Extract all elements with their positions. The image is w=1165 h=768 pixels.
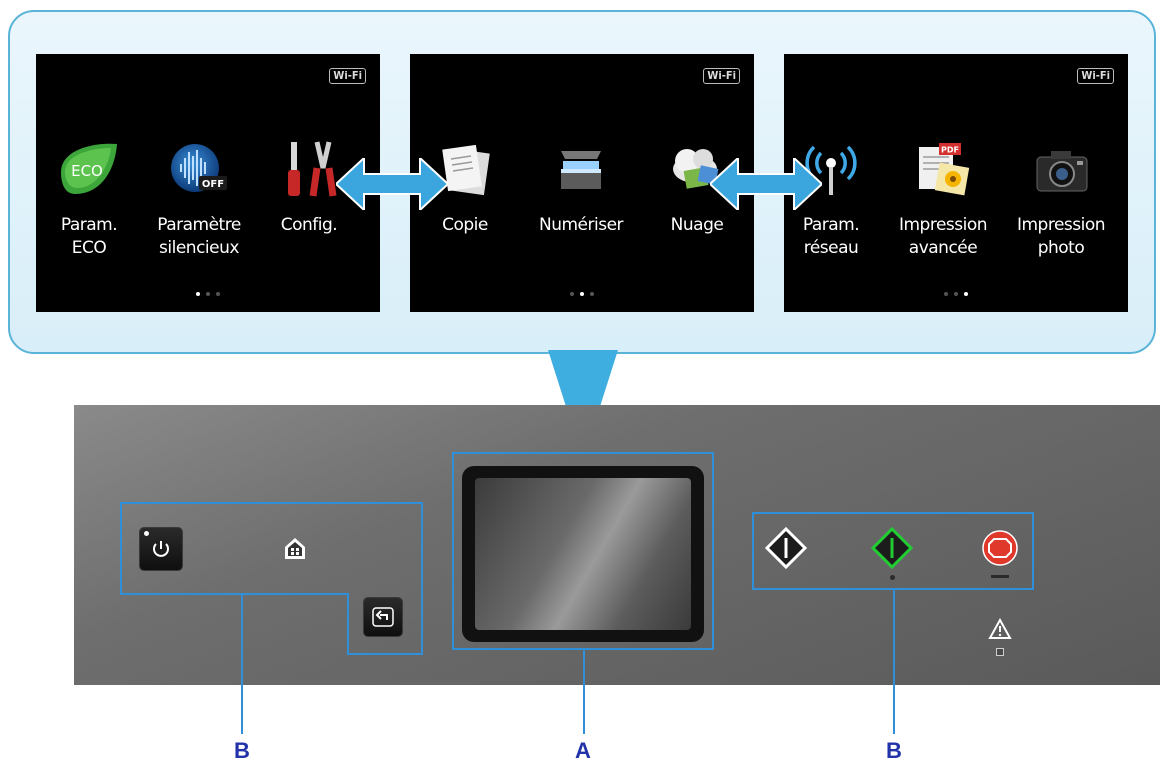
app-silent-mode[interactable]: OFF Paramètre silencieux (144, 134, 254, 260)
stop-button[interactable] (980, 528, 1020, 572)
callout-label-b-left: B (234, 738, 250, 763)
app-label: Config. (280, 215, 338, 235)
power-lamp (144, 531, 149, 536)
pdf-print-icon: PDF (888, 134, 998, 204)
app-network-settings[interactable]: Param. réseau (776, 134, 886, 260)
copy-icon (410, 134, 520, 204)
home-button[interactable] (280, 533, 310, 563)
app-copy[interactable]: Copie (410, 134, 520, 237)
app-label: Param. ECO (60, 215, 118, 258)
wifi-indicator: Wi-Fi (1077, 68, 1114, 84)
leader-line-center (583, 650, 585, 734)
alarm-indicator (988, 617, 1012, 644)
home-screen-3: Wi-Fi Param. réseau (784, 54, 1128, 312)
app-label: Numériser (538, 215, 624, 235)
home-icon (285, 538, 305, 559)
page-indicator (36, 289, 380, 298)
app-photo-print[interactable]: Impression photo (1006, 134, 1116, 260)
callout-label-a: A (575, 738, 591, 763)
eco-leaf-icon: ECO (34, 134, 144, 204)
home-screen-1: Wi-Fi ECO Param. ECO (36, 54, 380, 312)
svg-text:OFF: OFF (202, 179, 224, 190)
app-label: Paramètre silencieux (157, 215, 241, 258)
leader-line-right (893, 590, 895, 734)
app-scan[interactable]: Numériser (526, 134, 636, 237)
app-label: Impression photo (1016, 215, 1106, 258)
tools-icon (254, 134, 364, 204)
app-label: Copie (442, 215, 488, 235)
swipe-arrow-right (710, 158, 822, 210)
home-screen-2: Wi-Fi Copie N (410, 54, 754, 312)
wifi-indicator: Wi-Fi (329, 68, 366, 84)
svg-text:ECO: ECO (71, 162, 103, 180)
silent-mode-icon: OFF (144, 134, 254, 204)
black-start-button[interactable] (764, 526, 808, 574)
camera-icon (1006, 134, 1116, 204)
swipe-arrow-left (336, 158, 448, 210)
back-button[interactable] (363, 597, 403, 637)
right-button-group-outline (752, 512, 1034, 590)
page-indicator (410, 289, 754, 298)
wifi-indicator: Wi-Fi (703, 68, 740, 84)
app-label: Nuage (670, 215, 724, 235)
alarm-lamp (996, 648, 1004, 656)
stop-icon (982, 530, 1018, 566)
warning-triangle-icon (988, 617, 1012, 639)
color-start-icon (870, 526, 914, 570)
black-start-icon (764, 526, 808, 570)
scanner-icon (526, 134, 636, 204)
color-start-lamp (890, 575, 895, 580)
color-start-button[interactable] (870, 526, 914, 574)
touch-screen[interactable] (475, 478, 691, 630)
svg-text:PDF: PDF (941, 146, 959, 155)
app-eco-settings[interactable]: ECO Param. ECO (34, 134, 144, 260)
back-arrow-icon (372, 607, 394, 627)
page-indicator (784, 289, 1128, 298)
stop-lamp (991, 575, 1009, 578)
app-label: Impression avancée (898, 215, 988, 258)
leader-line-left (241, 594, 243, 734)
touch-screen-outline (452, 452, 714, 650)
power-icon (153, 541, 169, 557)
left-button-group-outline (120, 502, 423, 655)
app-setup[interactable]: Config. (254, 134, 364, 237)
app-advanced-print[interactable]: PDF Impression avancée (888, 134, 998, 260)
callout-label-b-right: B (886, 738, 902, 763)
app-label: Param. réseau (802, 215, 860, 258)
